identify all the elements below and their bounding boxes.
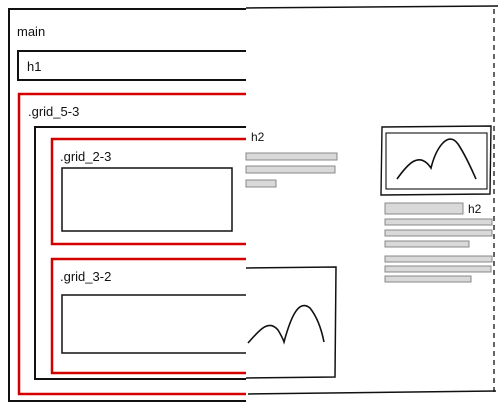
sketch-mountain-icon-left <box>247 304 325 345</box>
sketch-h2-label-right: h2 <box>468 202 482 216</box>
sketch-text-line-3 <box>245 179 277 188</box>
sketch-image-frame-right <box>380 125 492 196</box>
grid-5-3-label: .grid_5-3 <box>28 104 79 119</box>
sketch-mountain-icon-right <box>396 138 477 180</box>
sketch-text-line-6 <box>384 240 470 248</box>
grid-2-3-label: .grid_2-3 <box>60 149 111 164</box>
sketch-overlay-panel: h2 h2 <box>245 5 498 402</box>
grid-3-2-image-box <box>61 294 263 354</box>
main-label: main <box>17 24 45 39</box>
sketch-text-line-8 <box>384 265 492 273</box>
sketch-image-inner-right <box>385 132 488 190</box>
sketch-h2-label-left: h2 <box>251 130 265 144</box>
sketch-text-line-5 <box>384 229 493 237</box>
sketch-text-line-7 <box>384 255 493 263</box>
sketch-text-line-9 <box>384 275 472 283</box>
sketch-top-border <box>245 5 498 9</box>
sketch-heading-bar <box>384 202 464 215</box>
sketch-bottom-border <box>247 390 497 395</box>
grid-2-3-image-box <box>61 167 233 232</box>
h1-label: h1 <box>27 59 41 74</box>
sketch-text-line-2 <box>245 165 336 174</box>
grid-3-2-label: .grid_3-2 <box>60 269 111 284</box>
sketch-text-line-1 <box>245 152 338 161</box>
sketch-text-line-4 <box>384 218 493 226</box>
